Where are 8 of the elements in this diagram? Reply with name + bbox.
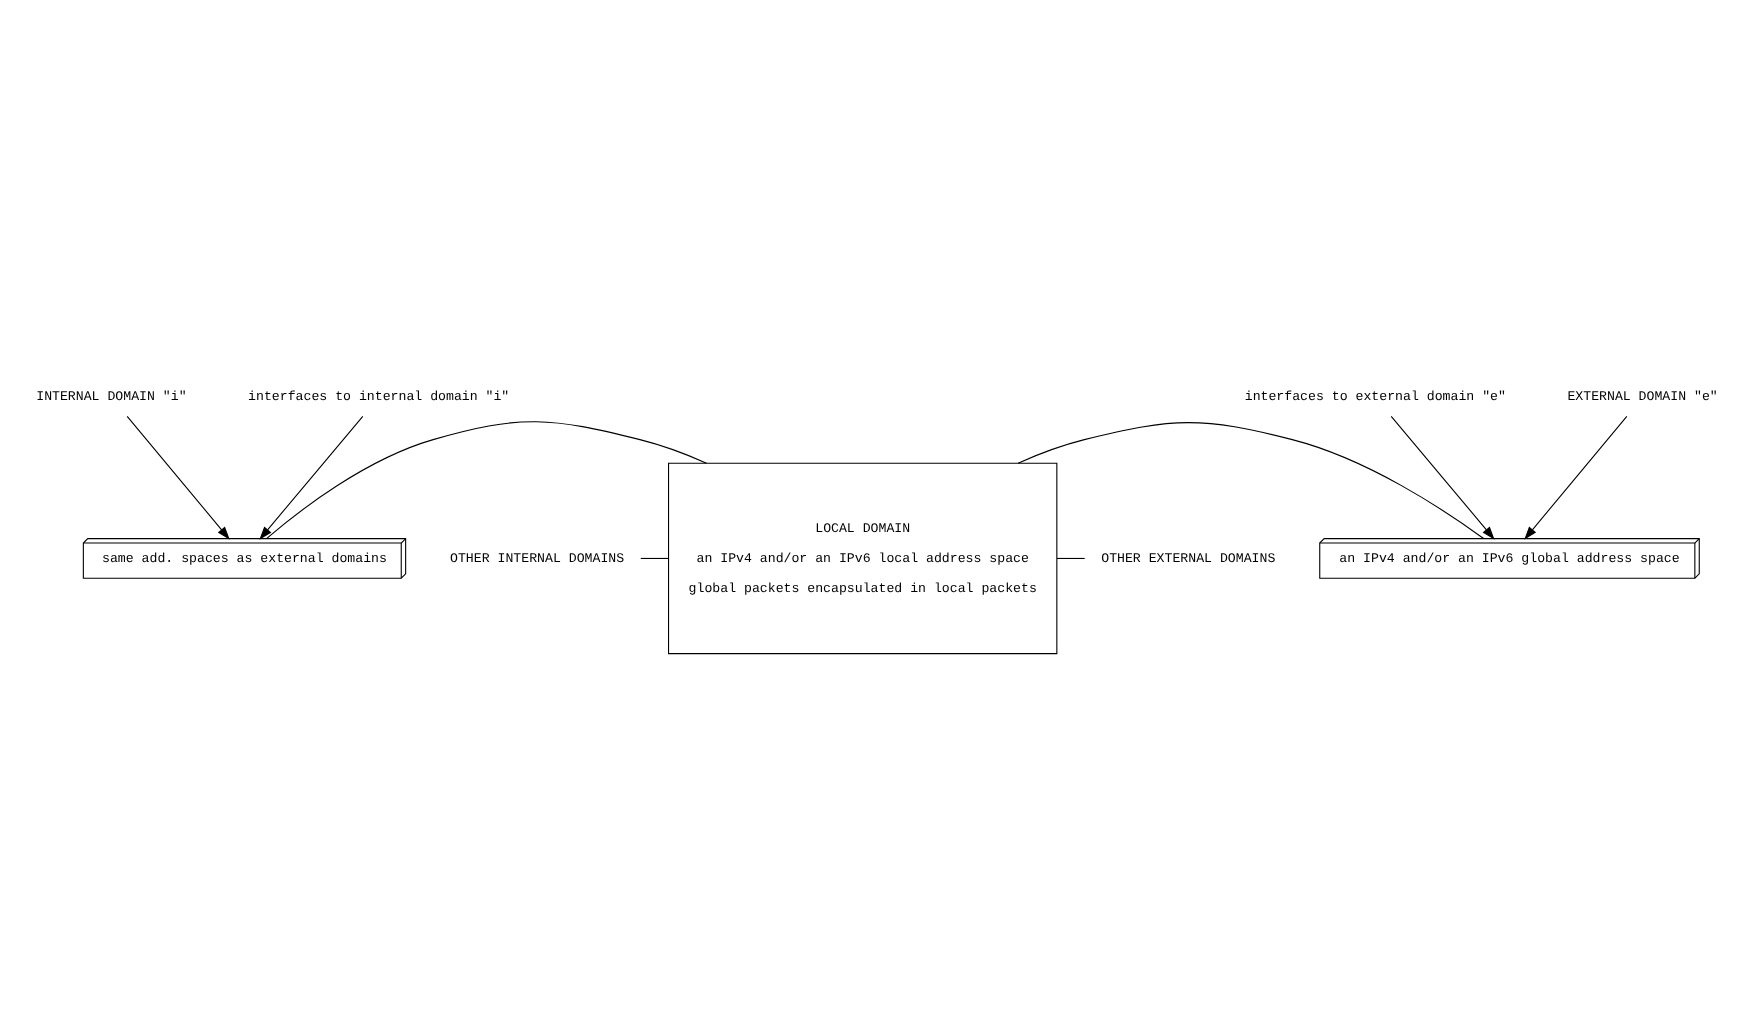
- arrow: [259, 415, 364, 540]
- arrow: [1524, 415, 1628, 540]
- connector: [266, 421, 708, 539]
- arrow: [126, 415, 230, 540]
- arrow: [1390, 415, 1495, 540]
- connector: [640, 557, 670, 559]
- connector: [1017, 422, 1485, 540]
- connector: [1056, 557, 1086, 559]
